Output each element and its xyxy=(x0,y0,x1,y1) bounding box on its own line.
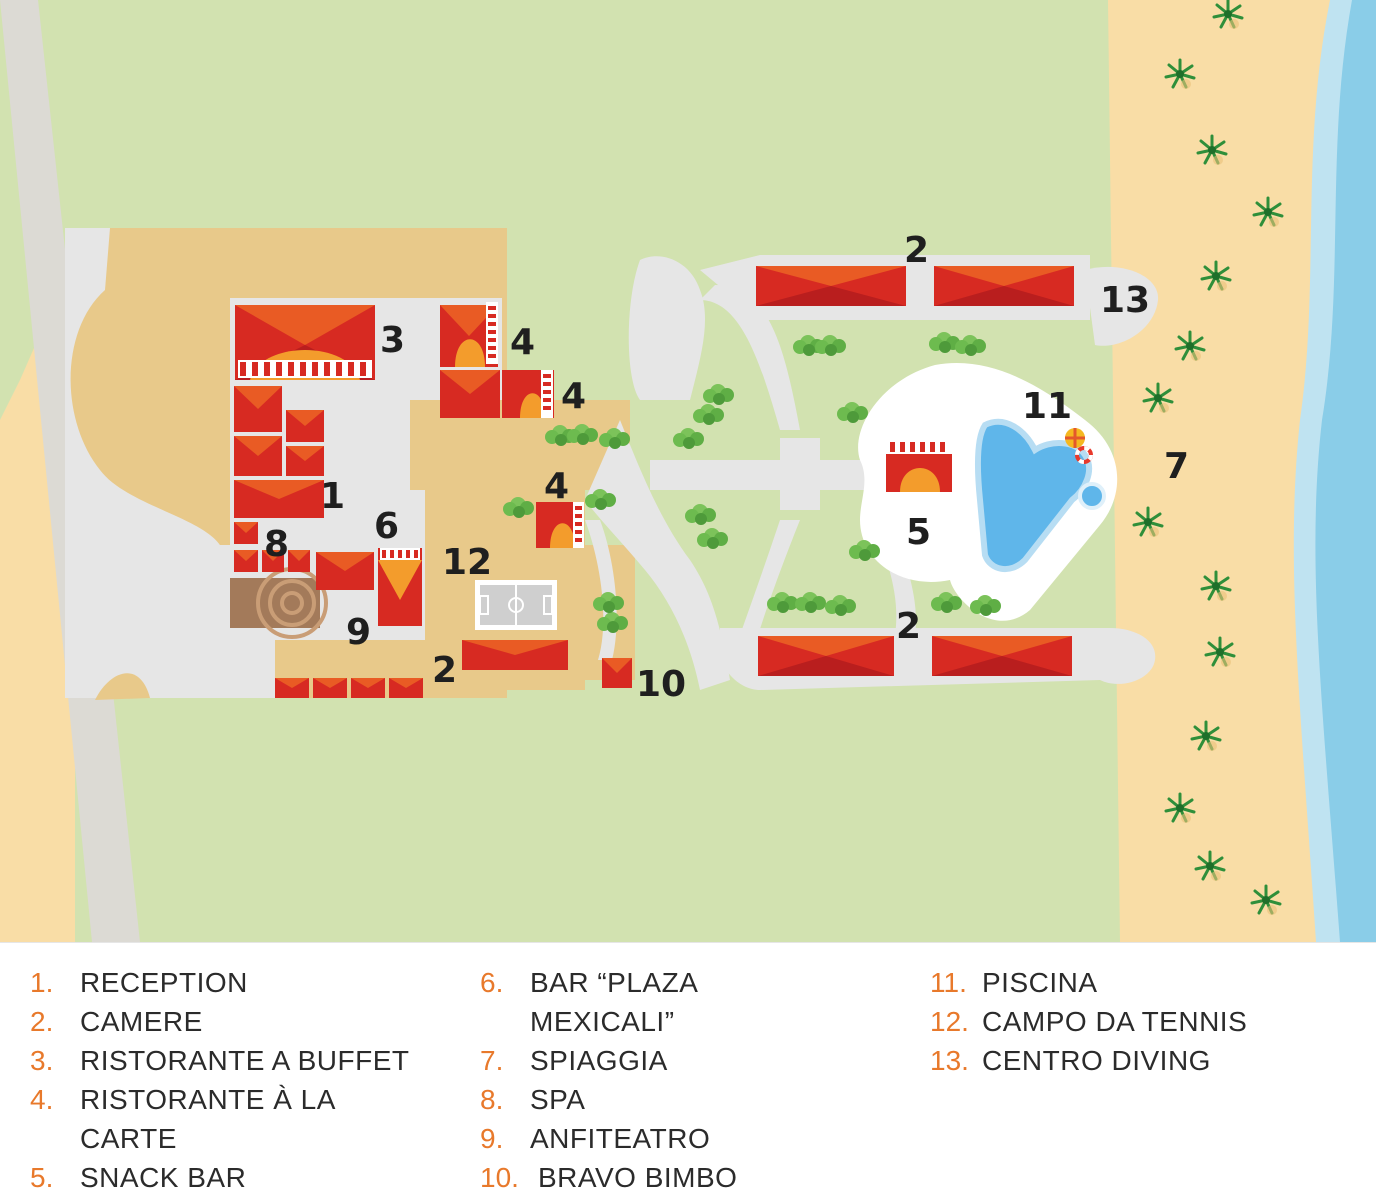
label-spa: 8 xyxy=(264,524,289,565)
building-alacarte-b xyxy=(502,370,554,418)
resort-map: 1 2 2 2 3 4 4 4 5 6 7 8 9 10 11 12 13 xyxy=(0,0,1376,942)
label-bravo-bimbo: 10 xyxy=(636,664,686,705)
legend-label: CENTRO DIVING xyxy=(982,1045,1211,1076)
label-buffet: 3 xyxy=(380,320,405,361)
legend-label: RECEPTION xyxy=(80,967,248,998)
building-bar-plaza xyxy=(378,548,422,626)
label-amphitheatre: 9 xyxy=(346,612,371,653)
legend-number: 5. xyxy=(30,1162,54,1193)
label-tennis: 12 xyxy=(442,542,492,583)
legend-number: 1. xyxy=(30,967,54,998)
label-beach: 7 xyxy=(1164,446,1189,487)
building-alacarte-a xyxy=(440,302,500,418)
label-pool: 11 xyxy=(1022,386,1072,427)
legend-number: 8. xyxy=(480,1084,504,1115)
legend-label-line2: MEXICALI” xyxy=(530,1006,675,1037)
legend-number: 12. xyxy=(930,1006,969,1037)
legend-label: SPA xyxy=(530,1084,586,1115)
legend-number: 7. xyxy=(480,1045,504,1076)
legend-label: ANFITEATRO xyxy=(530,1123,711,1154)
label-bar-plaza: 6 xyxy=(374,506,399,547)
life-ring-icon xyxy=(1075,446,1093,464)
legend-label: SPIAGGIA xyxy=(530,1045,668,1076)
football-field-icon xyxy=(475,580,557,630)
legend-number: 6. xyxy=(480,967,504,998)
label-rooms-south: 2 xyxy=(896,606,921,647)
building-rooms-east xyxy=(756,266,1074,676)
building-snack-bar xyxy=(886,440,952,492)
legend-number: 9. xyxy=(480,1123,504,1154)
legend-label: BAR “PLAZA xyxy=(530,967,699,998)
map-legend: 1. RECEPTION 2. CAMERE 3. RISTORANTE A B… xyxy=(0,942,1376,1200)
legend-label: PISCINA xyxy=(982,967,1098,998)
label-snack-bar: 5 xyxy=(906,512,931,553)
legend-label: BRAVO BIMBO xyxy=(538,1162,738,1193)
legend-number: 10. xyxy=(480,1162,519,1193)
label-diving: 13 xyxy=(1100,280,1150,321)
legend-label: SNACK BAR xyxy=(80,1162,247,1193)
legend-number: 2. xyxy=(30,1006,54,1037)
building-bravo-bimbo xyxy=(602,658,632,688)
label-alacarte-c: 4 xyxy=(544,466,569,507)
legend-number: 13. xyxy=(930,1045,969,1076)
legend-label: RISTORANTE À LA xyxy=(80,1084,336,1115)
legend-label: RISTORANTE A BUFFET xyxy=(80,1045,410,1076)
building-rooms-west xyxy=(275,640,568,698)
legend-number: 11. xyxy=(930,967,967,998)
label-reception: 1 xyxy=(320,476,345,517)
label-rooms-west: 2 xyxy=(432,650,457,691)
legend-label: CAMPO DA TENNIS xyxy=(982,1006,1248,1037)
building-spa xyxy=(234,522,374,590)
legend-label-line2: CARTE xyxy=(80,1123,177,1154)
legend-label: CAMERE xyxy=(80,1006,203,1037)
label-alacarte-a: 4 xyxy=(510,322,535,363)
legend-number: 3. xyxy=(30,1045,54,1076)
label-rooms-north: 2 xyxy=(904,230,929,271)
amphitheatre-icon xyxy=(230,567,328,639)
label-alacarte-b: 4 xyxy=(561,376,586,417)
building-alacarte-c xyxy=(536,502,584,548)
legend-number: 4. xyxy=(30,1084,54,1115)
building-reception xyxy=(234,386,324,518)
beach-umbrella-icon xyxy=(1065,428,1085,448)
building-buffet xyxy=(235,305,375,380)
